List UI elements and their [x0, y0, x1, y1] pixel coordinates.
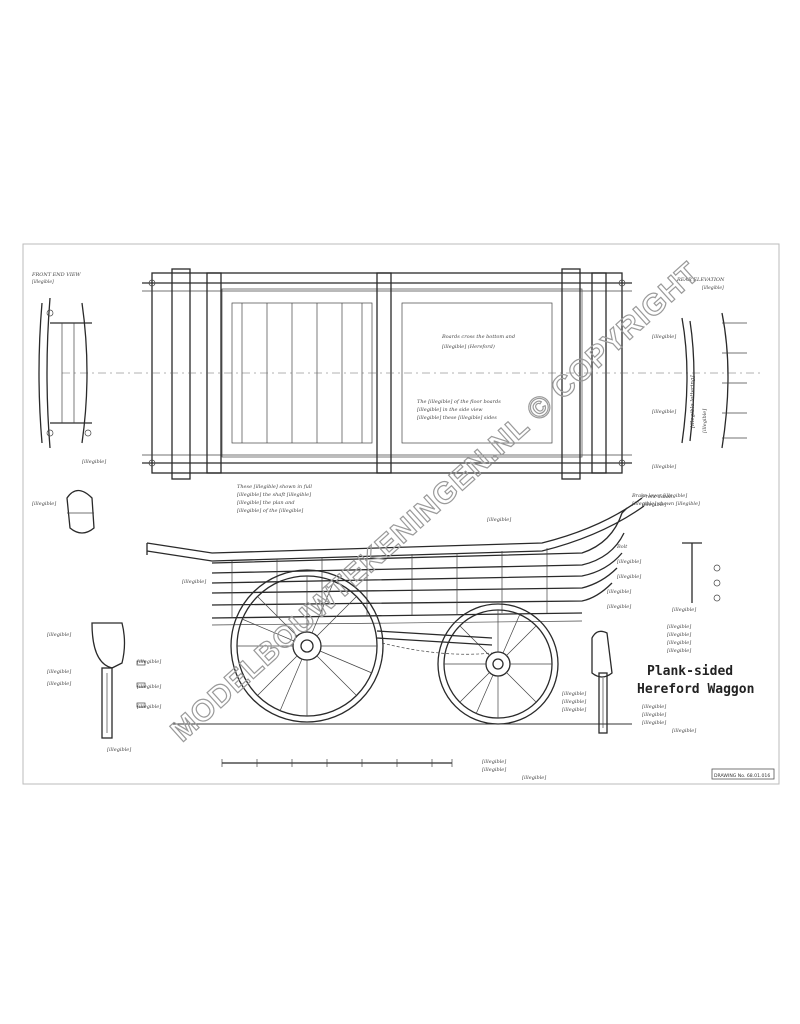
svg-text:[illegible]: [illegible]	[607, 589, 631, 595]
svg-text:[illegible]: [illegible]	[652, 464, 676, 470]
svg-text:[illegible]: [illegible]	[137, 659, 161, 665]
svg-text:[illegible]: [illegible]	[47, 681, 71, 687]
svg-text:[illegible]: [illegible]	[32, 501, 56, 507]
svg-text:The [illegible] of the floor b: The [illegible] of the floor boards	[417, 399, 501, 405]
drawing-number-box	[711, 768, 775, 780]
svg-text:Brake lever [illegible]: Brake lever [illegible]	[631, 493, 687, 499]
svg-text:[illegible]: [illegible]	[702, 285, 724, 291]
rear-end-view: REAR ELEVATION [illegible] [illegible le…	[652, 277, 747, 470]
sheet-border	[22, 243, 780, 785]
svg-text:Front detail: Front detail	[641, 494, 672, 500]
svg-text:[illegible] shown [illegible]: [illegible] shown [illegible]	[632, 501, 700, 507]
svg-text:[illegible]: [illegible]	[667, 624, 691, 630]
side-elevation: These [illegible] shown in full [illegib…	[146, 484, 672, 626]
svg-text:[illegible]: [illegible]	[617, 559, 641, 565]
svg-text:[illegible]: [illegible]	[702, 409, 708, 433]
svg-text:[illegible]: [illegible]	[482, 759, 506, 765]
brake-detail-right: Brake lever [illegible] [illegible] show…	[631, 493, 721, 654]
svg-text:[illegible]: [illegible]	[642, 502, 666, 508]
svg-text:[illegible]: [illegible]	[667, 648, 691, 654]
svg-text:[illegible] the shaft [illegib: [illegible] the shaft [illegible]	[237, 492, 311, 498]
svg-text:[illegible]: [illegible]	[562, 699, 586, 705]
svg-text:Boards cross the bottom and: Boards cross the bottom and	[441, 334, 515, 340]
axle-detail-right: [illegible] [illegible] [illegible]	[562, 630, 613, 734]
svg-text:[illegible]: [illegible]	[82, 459, 106, 465]
svg-text:[illegible]: [illegible]	[47, 632, 71, 638]
svg-text:[illegible lettering]: [illegible lettering]	[690, 375, 696, 428]
svg-text:FRONT END VIEW: FRONT END VIEW	[31, 272, 81, 278]
drawing-number: DRAWING No. 68.01.016	[714, 773, 770, 779]
title-block: Plank-sided Hereford Waggon [illegible] …	[637, 664, 775, 780]
svg-text:REAR ELEVATION: REAR ELEVATION	[676, 277, 725, 283]
svg-text:[illegible] the plan and: [illegible] the plan and	[237, 500, 295, 506]
svg-text:[illegible]: [illegible]	[672, 607, 696, 613]
plan-view: Boards cross the bottom and [illegible] …	[62, 268, 762, 480]
svg-text:[illegible]: [illegible]	[522, 775, 546, 781]
svg-text:[illegible]: [illegible]	[617, 574, 641, 580]
svg-text:These [illegible] shown in ful: These [illegible] shown in full	[237, 484, 312, 490]
svg-text:[illegible]: [illegible]	[137, 684, 161, 690]
svg-text:[illegible] of the [illegible]: [illegible] of the [illegible]	[237, 508, 303, 514]
svg-text:[illegible]: [illegible]	[562, 691, 586, 697]
svg-text:[illegible] these [illegible]: [illegible] these [illegible] sides	[417, 415, 497, 421]
svg-text:[illegible]: [illegible]	[107, 747, 131, 753]
svg-text:[illegible]: [illegible]	[672, 728, 696, 734]
svg-text:[illegible]: [illegible]	[652, 409, 676, 415]
svg-text:[illegible]: [illegible]	[667, 640, 691, 646]
svg-text:Bolt: Bolt	[616, 544, 628, 550]
svg-text:[illegible]: [illegible]	[47, 669, 71, 675]
drawing-sheet: Boards cross the bottom and [illegible] …	[22, 243, 780, 785]
svg-text:[illegible]: [illegible]	[562, 707, 586, 713]
svg-text:[illegible] in the side view: [illegible] in the side view	[417, 407, 483, 413]
svg-text:[illegible]: [illegible]	[137, 704, 161, 710]
svg-text:[illegible]: [illegible]	[32, 279, 54, 285]
svg-text:[illegible] (Hereford): [illegible] (Hereford)	[442, 343, 495, 350]
svg-text:[illegible]: [illegible]	[182, 579, 206, 585]
svg-text:[illegible]: [illegible]	[652, 334, 676, 340]
title-line-2: Hereford Waggon	[637, 682, 754, 697]
hub-detail-left: [illegible]	[32, 489, 95, 534]
svg-text:[illegible]: [illegible]	[482, 767, 506, 773]
rear-wheel	[230, 569, 384, 723]
axle-detail-left: [illegible] [illegible] [illegible] [ill…	[47, 622, 161, 753]
svg-text:[illegible]: [illegible]	[642, 720, 666, 726]
front-end-view: FRONT END VIEW [illegible] [illegible]	[31, 272, 106, 465]
svg-text:[illegible]: [illegible]	[607, 604, 631, 610]
svg-text:[illegible]: [illegible]	[642, 712, 666, 718]
title-line-1: Plank-sided	[647, 664, 733, 679]
svg-text:[illegible]: [illegible]	[667, 632, 691, 638]
svg-text:[illegible]: [illegible]	[642, 704, 666, 710]
undercarriage	[376, 630, 493, 655]
front-wheel	[437, 603, 559, 725]
scale-bar: [illegible] [illegible] [illegible]	[221, 759, 546, 781]
svg-text:[illegible]: [illegible]	[487, 517, 511, 523]
